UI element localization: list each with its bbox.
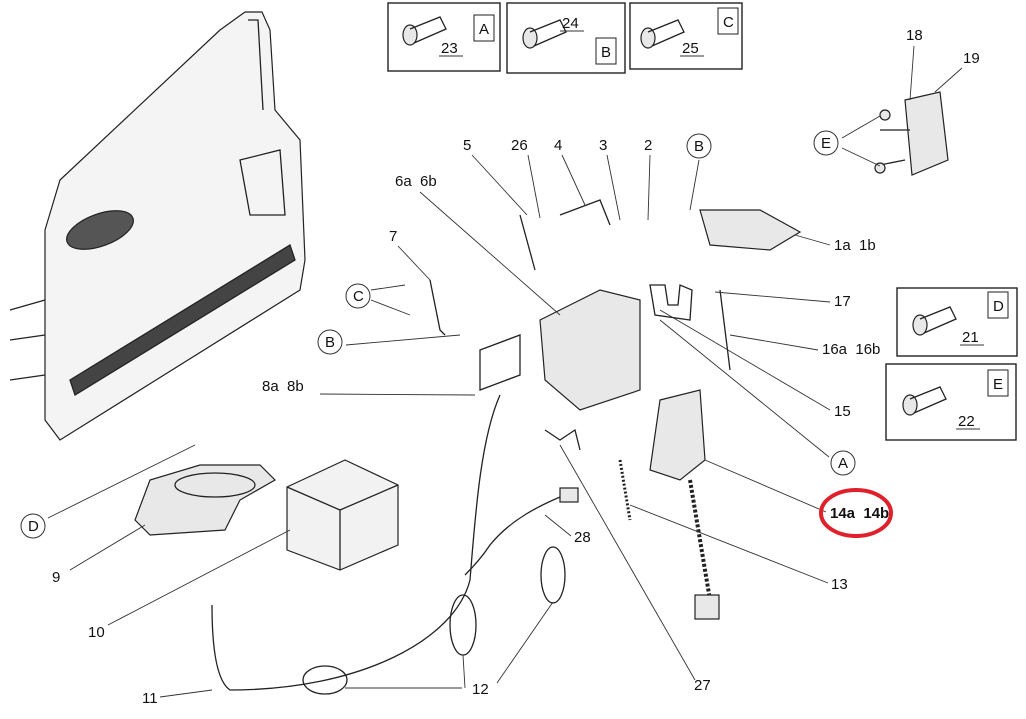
leader-line [471,154,528,216]
part-label-19: 19 [963,50,980,67]
inset-box-c: C 25 [629,2,743,70]
callout-letter: B [325,334,335,351]
callout-letter: B [694,138,704,155]
part-label-11: 11 [142,690,158,707]
leader-line [629,504,829,584]
part-label-9: 9 [52,569,60,586]
leader-line [561,154,586,206]
part-label-1a-1b: 1a 1b [834,237,876,254]
part-number: 22 [958,413,975,430]
callout-circle [686,133,712,159]
inset-letter: D [993,298,1004,315]
callout-letter: E [821,135,831,152]
leader-line [659,319,830,458]
leader-line [419,191,561,316]
leader-line [370,284,406,291]
part-label-12: 12 [472,681,489,698]
leader-line [606,154,621,221]
part-label-27: 27 [694,677,711,694]
leader-line [659,309,831,411]
leader-line [397,245,431,281]
inset-letter: C [723,14,734,31]
leader-line [527,154,541,219]
leader-line [345,334,461,346]
leader-line [47,444,196,519]
lock-assembly [429,199,802,620]
leader-line [647,154,651,221]
part-label-10: 10 [88,624,105,641]
inset-letter: E [993,376,1003,393]
part-label-2: 2 [644,137,652,154]
inset-letter: B [601,44,611,61]
hinge-bracket [874,91,949,176]
module-box [286,459,399,571]
callout-circle [345,283,371,309]
part-label-28: 28 [574,529,591,546]
inset-box-e: E 22 [885,363,1017,441]
part-label-3: 3 [599,137,607,154]
leader-line [689,159,700,211]
part-label-16a-16b: 16a 16b [822,341,880,358]
leader-line [462,654,466,689]
inset-box-b: B 24 [506,2,626,74]
leader-line [370,299,411,316]
leader-line [69,524,146,571]
part-label-4: 4 [554,137,562,154]
inset-box-d: D 21 [896,287,1018,357]
inset-letter: A [479,21,489,38]
part-label-7: 7 [389,228,397,245]
inner-handle [134,464,276,536]
leader-line [934,67,963,93]
leader-line [794,234,831,246]
callout-letter: A [838,455,848,472]
part-number: 21 [962,329,979,346]
leader-line [559,444,696,681]
part-label-18: 18 [906,27,923,44]
leader-line [729,334,819,351]
leader-line [704,459,827,513]
part-label-8a-8b: 8a 8b [262,378,304,395]
part-number: 23 [441,40,458,57]
inset-box-a: A 23 [387,2,501,72]
callout-circle [813,130,839,156]
part-number: 25 [682,40,699,57]
leader-line [841,115,881,139]
part-label-6a-6b: 6a 6b [395,173,437,190]
leader-line [714,291,831,303]
part-number: 24 [562,15,579,32]
leader-line [909,45,915,101]
part-label-26: 26 [511,137,528,154]
part-label-5: 5 [463,137,471,154]
cables [211,394,579,695]
leader-line [319,393,476,396]
leader-line [159,689,213,698]
part-label-17: 17 [834,293,851,310]
part-label-14a-14b: 14a 14b [830,505,889,522]
part-label-15: 15 [834,403,851,420]
callout-letter: D [28,518,39,535]
leader-line [107,529,291,626]
leader-line [496,601,554,684]
callout-circle [20,513,46,539]
leader-line [841,147,881,167]
callout-circle [830,450,856,476]
callout-letter: C [353,288,364,305]
highlight-circle [819,488,893,538]
callout-circle [317,329,343,355]
part-label-13: 13 [831,576,848,593]
leader-line [544,514,572,537]
door-panel [9,11,306,441]
